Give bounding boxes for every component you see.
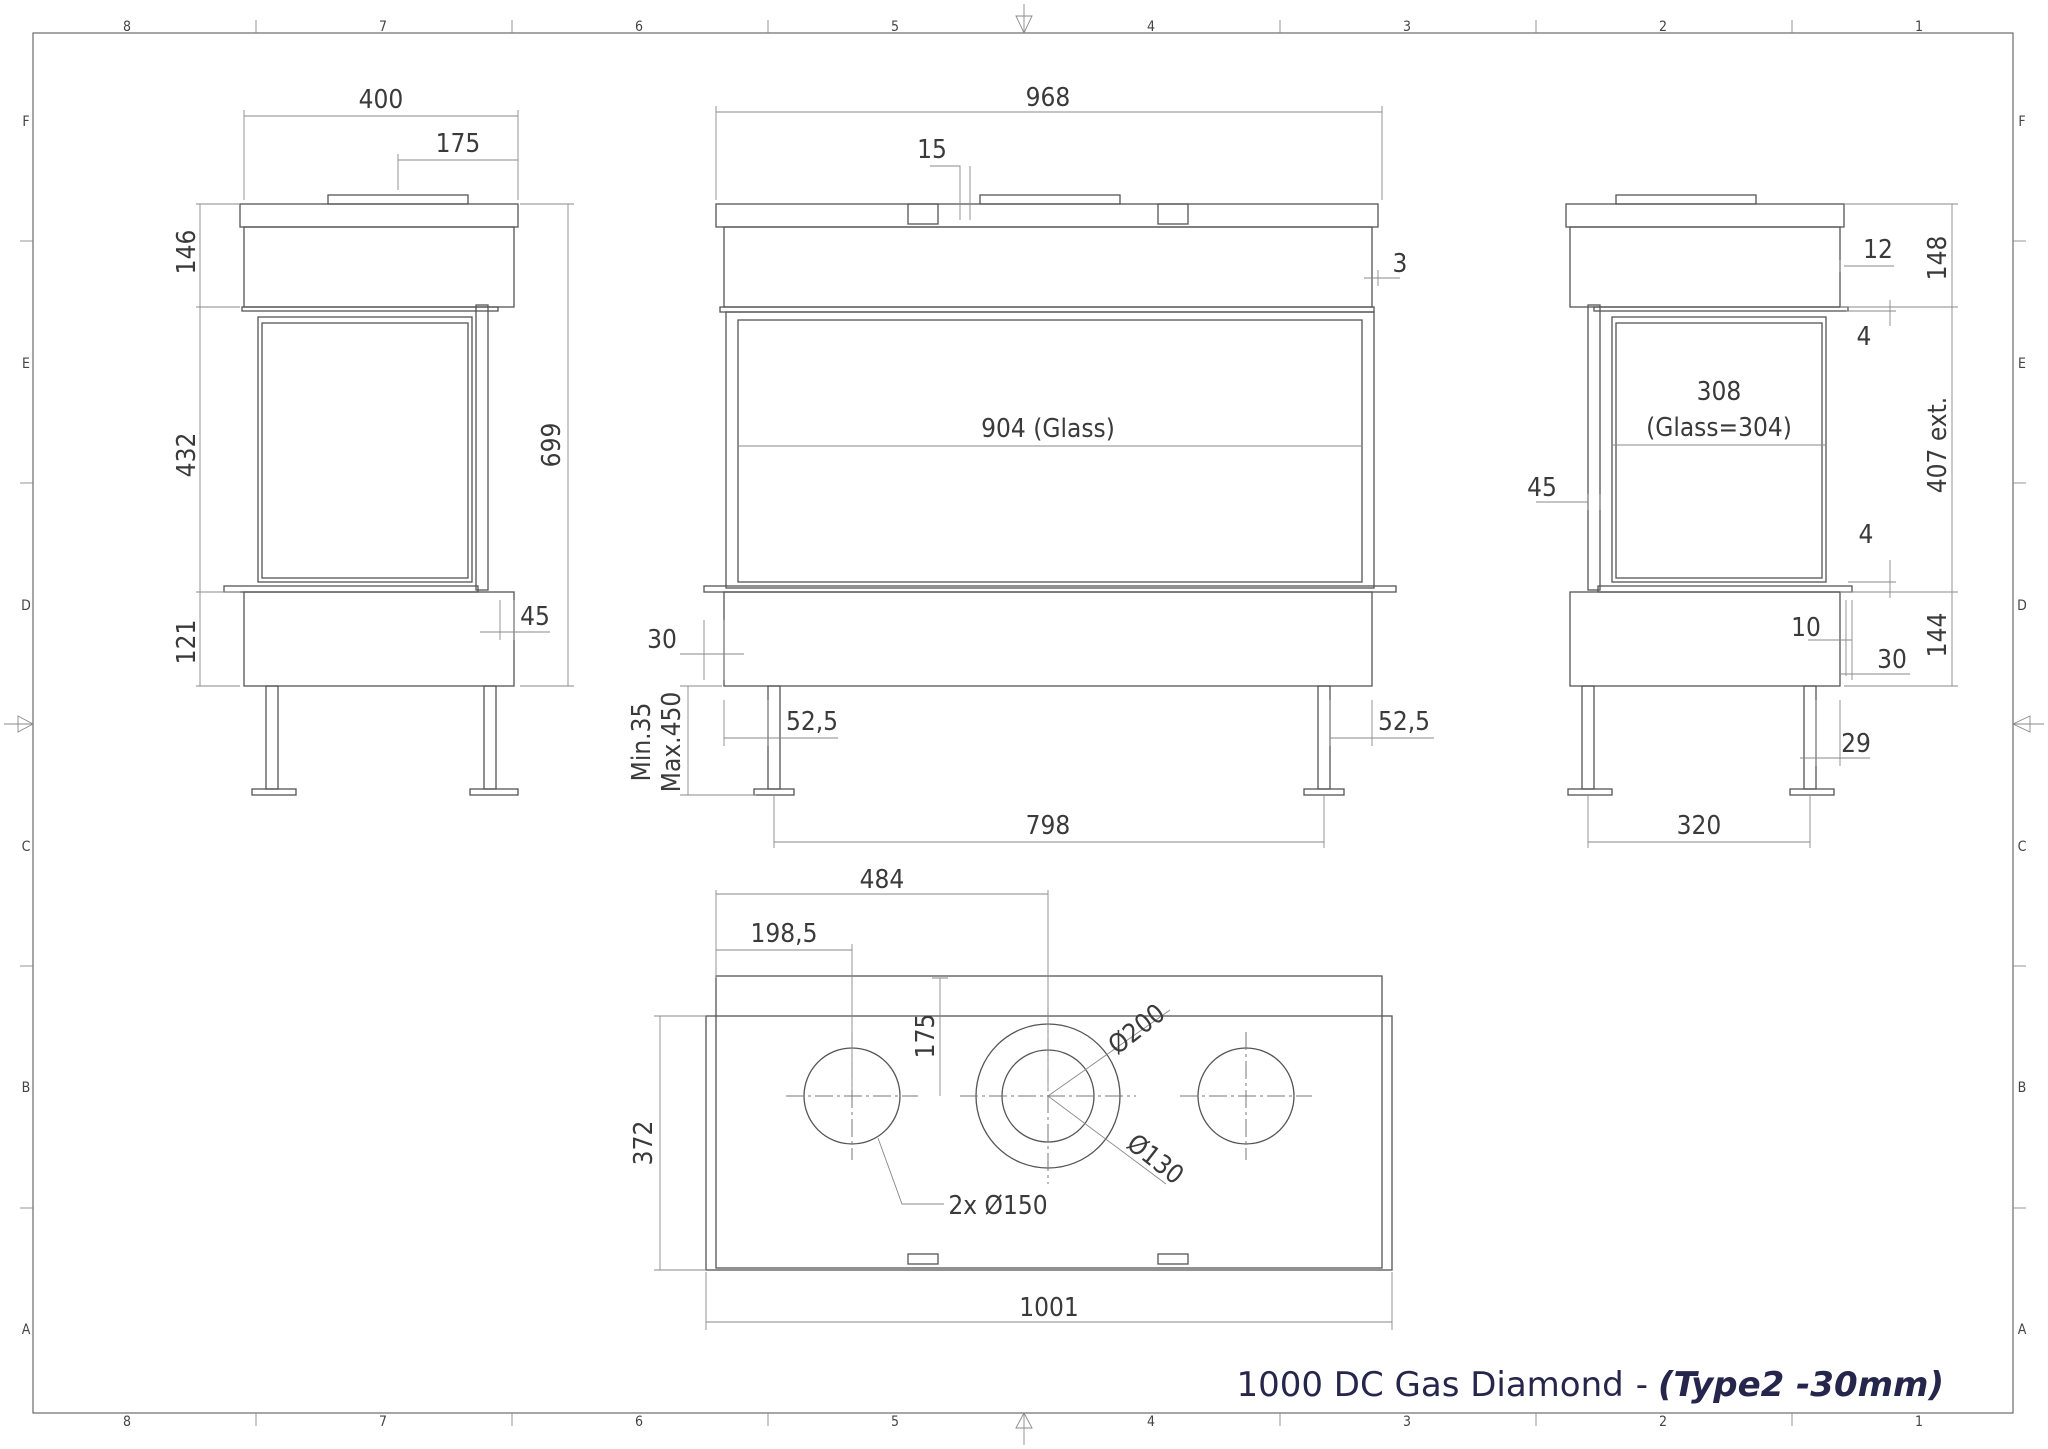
frame-row-label: F [22,114,29,130]
dim-height-146: 146 [172,230,202,275]
dim-height-407: 407 ext. [1923,397,1953,493]
dim-legs-320: 320 [1677,811,1722,841]
dim-4-bottom: 4 [1859,520,1874,550]
frame-row-label: B [22,1080,31,1096]
right-side-view: 12 148 407 ext. 144 4 308 (Glass=304) 45… [1527,194,1958,848]
dim-legs-798: 798 [1026,811,1071,841]
title-main: 1000 DC Gas Diamond [1236,1365,1623,1405]
front-view: 968 15 3 904 (Glass) 30 Min.35 Max.450 5… [627,83,1434,848]
dim-45: 45 [520,602,550,632]
left-side-view: 400 175 146 432 121 699 45 [172,85,574,796]
frame-row-label: C [2018,839,2027,855]
frame-col-label: 5 [891,19,899,35]
drawing-frame: 8 7 6 5 4 3 2 1 8 7 6 5 4 3 2 1 F E D C … [4,4,2044,1445]
frame-col-label: 3 [1403,19,1411,35]
frame-col-label: 4 [1147,19,1155,35]
top-view: 484 198,5 175 Ø200 Ø130 2x Ø150 372 1001 [629,865,1393,1330]
frame-row-label: F [2018,114,2025,130]
frame-row-label: E [22,356,30,372]
dim-198-5: 198,5 [751,919,818,949]
frame-row-label: A [2018,1322,2027,1338]
title-separator: - [1636,1365,1648,1405]
frame-row-label: C [22,839,31,855]
frame-row-label: D [2017,598,2027,614]
dim-484: 484 [860,865,905,895]
dim-dia-200: Ø200 [1103,998,1171,1060]
frame-col-label: 3 [1403,1414,1411,1430]
frame-col-label: 8 [123,1414,131,1430]
dim-10: 10 [1791,613,1821,643]
frame-row-label: D [21,598,31,614]
dim-29: 29 [1841,729,1871,759]
frame-col-label: 6 [635,1414,643,1430]
dim-top-175: 175 [436,129,481,159]
dim-height-432: 432 [172,433,202,478]
dim-372: 372 [629,1121,659,1166]
dim-52-5-right: 52,5 [1378,707,1430,737]
dim-height-148: 148 [1923,236,1953,281]
dim-glass-904: 904 (Glass) [981,414,1115,444]
title-type: (Type2 -30mm) [1658,1365,1944,1405]
dim-legs-min: Min.35 [627,703,657,782]
frame-col-label: 8 [123,19,131,35]
frame-col-label: 7 [379,1414,387,1430]
frame-col-label: 1 [1915,1414,1923,1430]
dim-legs-max: Max.450 [657,692,687,792]
dim-glass-304: (Glass=304) [1646,413,1792,443]
dim-30: 30 [647,625,677,655]
dim-height-144: 144 [1923,613,1953,658]
dim-height-121: 121 [172,620,202,665]
frame-row-label: B [2018,1080,2027,1096]
dim-1001: 1001 [1019,1293,1079,1323]
dim-height-699: 699 [537,423,567,468]
dim-30-right: 30 [1877,645,1907,675]
frame-col-label: 6 [635,19,643,35]
dim-width-400: 400 [359,85,404,115]
dim-52-5-left: 52,5 [786,707,838,737]
frame-col-label: 4 [1147,1414,1155,1430]
frame-row-label: E [2018,356,2026,372]
dim-dia-130: Ø130 [1121,1128,1189,1190]
dim-175-top: 175 [911,1014,941,1059]
dim-width-308: 308 [1697,377,1742,407]
dim-15: 15 [917,135,947,165]
frame-col-label: 5 [891,1414,899,1430]
drawing-title: 1000 DC Gas Diamond-(Type2 -30mm) [1236,1365,1944,1405]
frame-col-label: 2 [1659,19,1667,35]
dim-dia-150: 2x Ø150 [948,1191,1047,1221]
dim-width-968: 968 [1026,83,1071,113]
dim-45-right: 45 [1527,473,1557,503]
dim-3: 3 [1393,249,1408,279]
dim-4-top: 4 [1857,322,1872,352]
frame-row-label: A [22,1322,31,1338]
title-block: 1000 DC Gas Diamond-(Type2 -30mm) [1236,1365,1944,1405]
frame-col-label: 2 [1659,1414,1667,1430]
frame-col-label: 7 [379,19,387,35]
dim-12: 12 [1863,235,1893,265]
frame-col-label: 1 [1915,19,1923,35]
